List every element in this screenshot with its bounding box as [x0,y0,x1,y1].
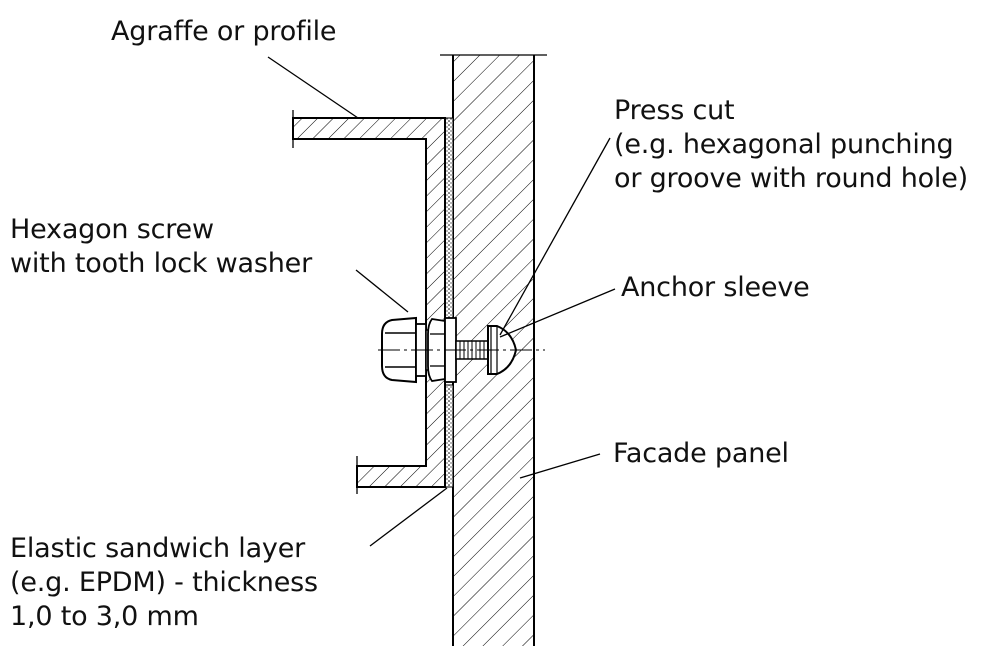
hexagon-screw-label: Hexagon screw with tooth lock washer [10,214,312,279]
anchor-sleeve-label: Anchor sleeve [621,272,810,303]
elastic-layer-label: Elastic sandwich layer (e.g. EPDM) - thi… [10,533,318,632]
elastic-sandwich-layer [444,117,454,488]
agraffe-profile-section [292,110,446,494]
facade-panel-label: Facade panel [613,438,789,469]
leader-elastic-layer [369,487,448,547]
leader-anchor-sleeve [499,288,616,338]
leader-lines [267,56,616,547]
leader-press-cut [499,137,611,336]
leader-facade-panel [519,453,601,479]
leader-agraffe [267,56,359,119]
leader-hexagon-screw [355,269,409,313]
agraffe-label: Agraffe or profile [111,16,337,47]
press-cut-label: Press cut (e.g. hexagonal punching or gr… [614,95,968,194]
